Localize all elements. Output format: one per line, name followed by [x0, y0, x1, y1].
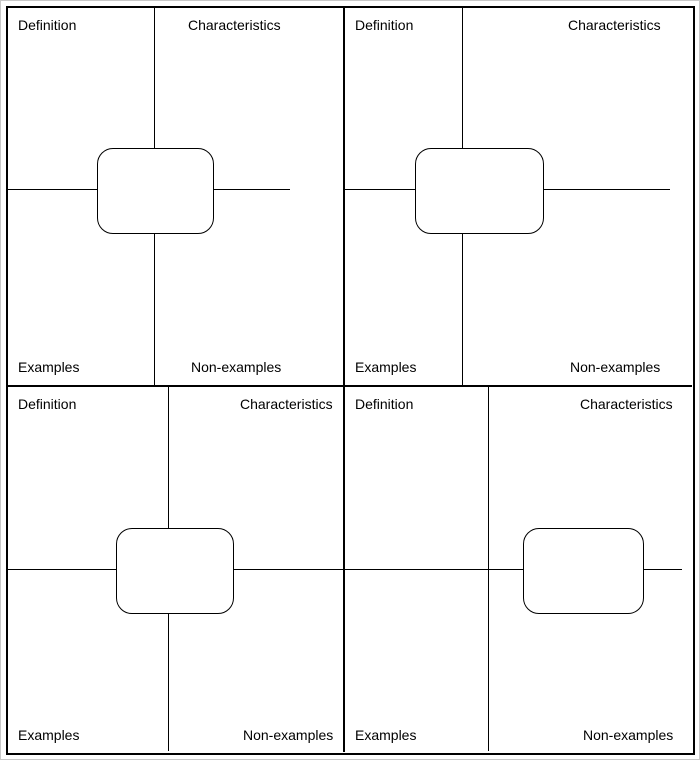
- model-1-examples-label: Examples: [18, 359, 80, 375]
- model-2-characteristics-label: Characteristics: [568, 17, 661, 33]
- model-1-non-examples-label: Non-examples: [191, 359, 282, 375]
- model-2-definition-label: Definition: [355, 17, 414, 33]
- model-3-examples-label: Examples: [18, 727, 80, 743]
- model-1-center-term-box[interactable]: [97, 148, 214, 234]
- model-3-center-term-box[interactable]: [116, 528, 234, 614]
- model-2-non-examples-label: Non-examples: [570, 359, 661, 375]
- model-4-characteristics-label: Characteristics: [580, 396, 673, 412]
- quadrant-divider-horizontal: [7, 385, 692, 387]
- model-3-non-examples-label: Non-examples: [243, 727, 334, 743]
- model-4-examples-label: Examples: [355, 727, 417, 743]
- model-4-horizontal-axis: [345, 569, 682, 570]
- model-4-non-examples-label: Non-examples: [583, 727, 674, 743]
- worksheet-border: [6, 6, 695, 755]
- model-2-examples-label: Examples: [355, 359, 417, 375]
- model-3-definition-label: Definition: [18, 396, 77, 412]
- model-1-characteristics-label: Characteristics: [188, 17, 281, 33]
- model-4-definition-label: Definition: [355, 396, 414, 412]
- model-1-definition-label: Definition: [18, 17, 77, 33]
- model-2-center-term-box[interactable]: [415, 148, 544, 234]
- model-4-center-term-box[interactable]: [523, 528, 644, 614]
- quadrant-divider-vertical: [343, 7, 345, 752]
- model-3-characteristics-label: Characteristics: [240, 396, 333, 412]
